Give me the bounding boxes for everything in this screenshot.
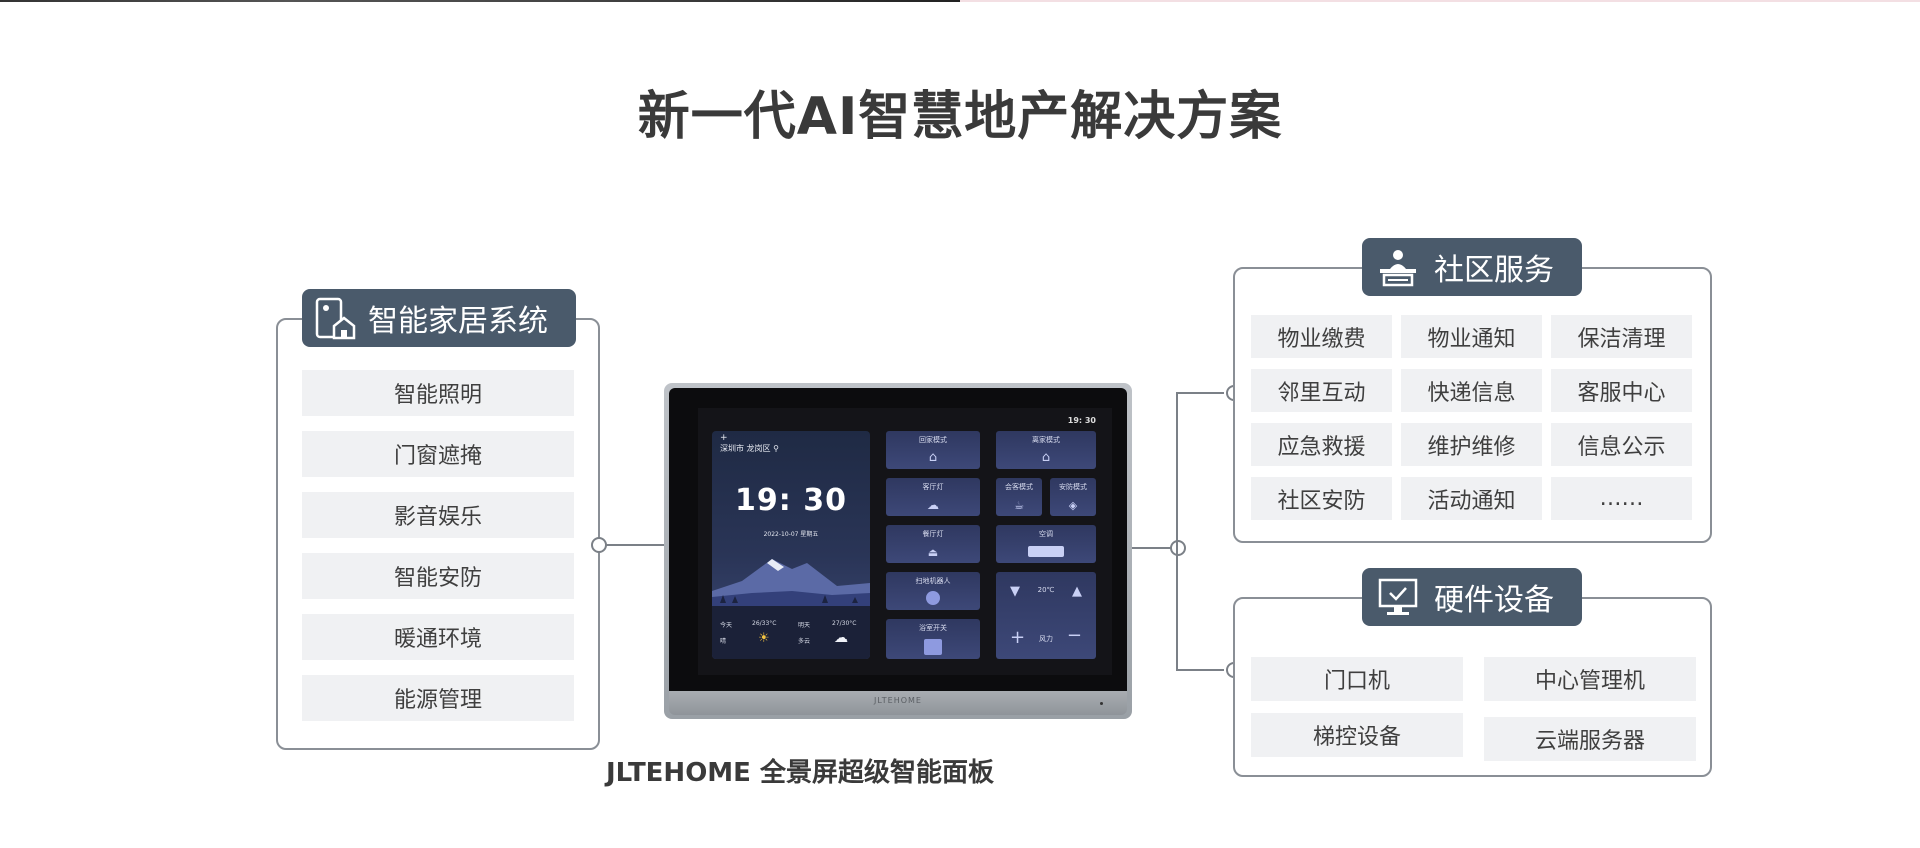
tile-living-light[interactable]: 客厅灯 ☁ — [886, 478, 980, 516]
community-item[interactable]: 客服中心 — [1551, 369, 1692, 412]
temp-value: 20℃ — [1037, 586, 1055, 594]
temp-up-icon[interactable]: ▲ — [1072, 584, 1082, 599]
service-desk-icon — [1362, 238, 1434, 296]
device-screen: 19: 30 + 深圳市 龙岗区 ⚲ 19: 30 2022-10-07 星期五… — [698, 408, 1112, 675]
device-brand: JLTEHOME — [874, 696, 922, 705]
community-item[interactable]: 维护维修 — [1401, 423, 1542, 466]
connector-line-left — [604, 544, 664, 546]
community-item[interactable]: 社区安防 — [1251, 477, 1392, 520]
hardware-item[interactable]: 云端服务器 — [1484, 717, 1696, 761]
fan-minus-icon[interactable]: − — [1066, 625, 1082, 646]
screen-weather-panel: + 深圳市 龙岗区 ⚲ 19: 30 2022-10-07 星期五 今天 26/… — [712, 431, 870, 659]
community-item[interactable]: 信息公示 — [1551, 423, 1692, 466]
monitor-check-icon — [1362, 568, 1434, 626]
smart-home-item[interactable]: 智能照明 — [302, 370, 574, 416]
tile-climate-control[interactable]: ▼ 20℃ ▲ + 风力 − — [996, 572, 1096, 659]
tile-away-mode[interactable]: 离家模式 ⌂ — [996, 431, 1096, 469]
hardware-item[interactable]: 门口机 — [1251, 657, 1463, 701]
smart-home-icon — [302, 289, 368, 347]
fan-plus-icon[interactable]: + — [1010, 627, 1026, 648]
community-item[interactable]: 应急救援 — [1251, 423, 1392, 466]
robot-icon — [926, 591, 940, 605]
temp-down-icon[interactable]: ▼ — [1010, 584, 1020, 599]
lamp-icon: ☁ — [927, 498, 939, 512]
screen-date: 2022-10-07 星期五 — [763, 531, 819, 538]
ac-icon — [1028, 546, 1064, 557]
shield-icon: ◈ — [1068, 499, 1078, 512]
connector-vertical-right — [1176, 392, 1178, 670]
hardware-tag: 硬件设备 — [1362, 568, 1582, 626]
hardware-item[interactable]: 梯控设备 — [1251, 713, 1463, 757]
smart-home-item[interactable]: 能源管理 — [302, 675, 574, 721]
house-icon: ⌂ — [928, 450, 938, 465]
screen-status-time: 19: 30 — [1067, 416, 1096, 425]
tile-home-mode[interactable]: 回家模式 ⌂ — [886, 431, 980, 469]
top-decoration — [0, 0, 960, 2]
pendant-lamp-icon: ⏏ — [927, 546, 939, 559]
smart-home-item[interactable]: 暖通环境 — [302, 614, 574, 660]
community-tag-label: 社区服务 — [1434, 253, 1554, 288]
connector-branch-top — [1176, 392, 1224, 394]
community-tag: 社区服务 — [1362, 238, 1582, 296]
smart-home-item[interactable]: 影音娱乐 — [302, 492, 574, 538]
community-item[interactable]: 邻里互动 — [1251, 369, 1392, 412]
top-decoration-right — [960, 0, 1920, 2]
connector-dot-left — [591, 537, 607, 553]
hardware-item[interactable]: 中心管理机 — [1484, 657, 1696, 701]
switch-icon — [924, 639, 942, 655]
smart-home-item[interactable]: 智能安防 — [302, 553, 574, 599]
tile-dining-light[interactable]: 餐厅灯 ⏏ — [886, 525, 980, 563]
community-item[interactable]: 保洁清理 — [1551, 315, 1692, 358]
smart-home-tag-label: 智能家居系统 — [368, 304, 548, 339]
community-item[interactable]: 物业通知 — [1401, 315, 1542, 358]
tile-security-mode[interactable]: 安防模式 ◈ — [1050, 478, 1096, 516]
tile-robot-vacuum[interactable]: 扫地机器人 — [886, 572, 980, 610]
community-item[interactable]: 物业缴费 — [1251, 315, 1392, 358]
connector-dot-center-right — [1170, 540, 1186, 556]
community-item-more[interactable]: …… — [1551, 477, 1692, 520]
connector-line-right — [1132, 547, 1174, 549]
connector-branch-bottom — [1176, 669, 1224, 671]
community-item[interactable]: 活动通知 — [1401, 477, 1542, 520]
tile-guest-mode[interactable]: 会客模式 ☕ — [996, 478, 1042, 516]
smart-panel-device: 19: 30 + 深圳市 龙岗区 ⚲ 19: 30 2022-10-07 星期五… — [664, 383, 1132, 719]
mountain-illustration — [712, 559, 870, 606]
forecast-strip: 今天 26/33°C 晴 ☀ 明天 27/30°C 多云 ☁ — [712, 606, 870, 659]
smart-home-item[interactable]: 门窗遮掩 — [302, 431, 574, 477]
device-bottom-bar: JLTEHOME — [669, 691, 1127, 715]
smart-home-tag: 智能家居系统 — [302, 289, 576, 347]
tile-air-conditioner[interactable]: 空调 — [996, 525, 1096, 563]
tile-bath-switch[interactable]: 浴室开关 — [886, 619, 980, 659]
plus-icon: + — [720, 433, 728, 443]
screen-location: 深圳市 龙岗区 ⚲ — [720, 444, 779, 453]
house-icon: ⌂ — [1041, 450, 1051, 465]
fan-label: 风力 — [1039, 635, 1053, 643]
community-item[interactable]: 快递信息 — [1401, 369, 1542, 412]
cloud-icon: ☁ — [834, 630, 848, 646]
sun-icon: ☀ — [758, 631, 770, 646]
device-bezel: 19: 30 + 深圳市 龙岗区 ⚲ 19: 30 2022-10-07 星期五… — [669, 388, 1127, 691]
page-title: 新一代AI智慧地产解决方案 — [637, 87, 1283, 147]
hardware-tag-label: 硬件设备 — [1434, 583, 1554, 618]
device-caption: JLTEHOME 全景屏超级智能面板 — [606, 758, 994, 788]
location-pin-icon: ⚲ — [773, 444, 779, 453]
device-led — [1100, 702, 1103, 705]
screen-clock: 19: 30 — [735, 483, 847, 518]
cup-icon: ☕ — [1014, 499, 1024, 512]
